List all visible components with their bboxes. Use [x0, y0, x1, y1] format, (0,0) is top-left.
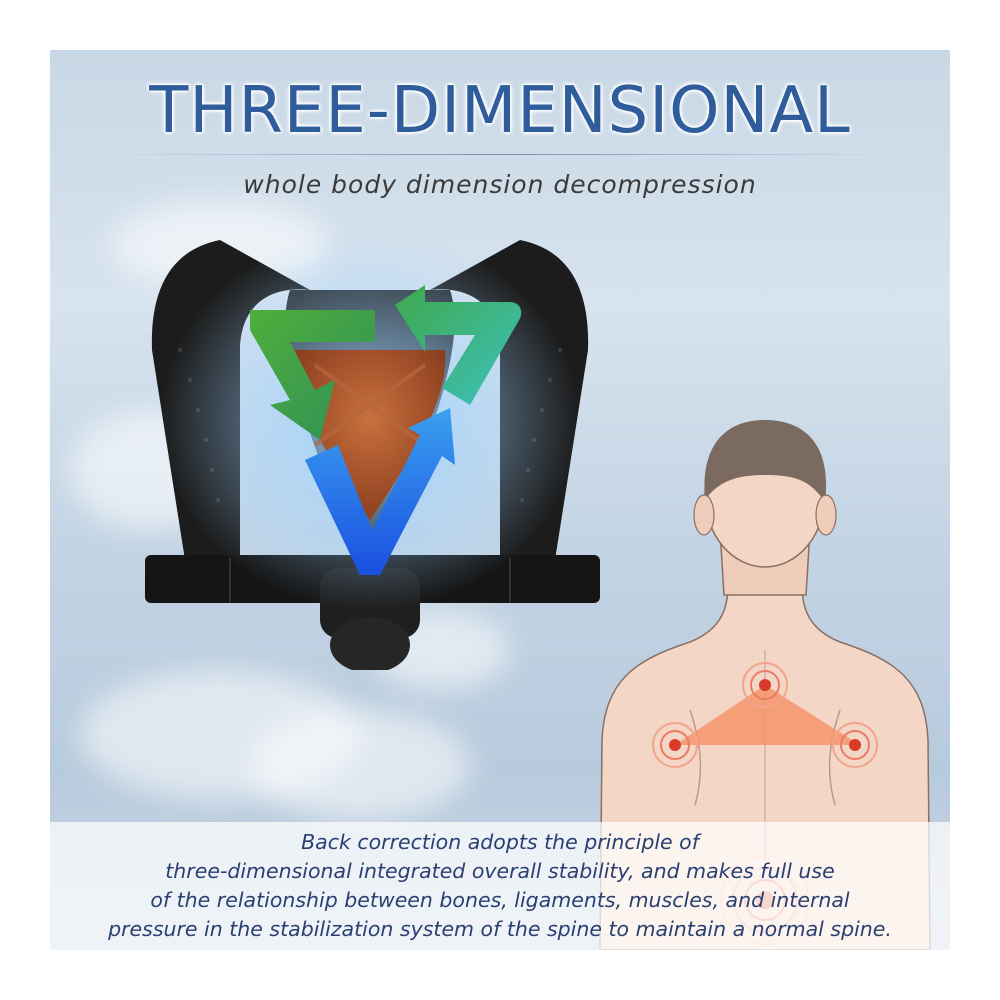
cloud — [250, 710, 470, 820]
caption-line: pressure in the stabilization system of … — [108, 917, 892, 941]
caption-line: of the relationship between bones, ligam… — [150, 888, 850, 912]
page-subtitle: whole body dimension decompression — [243, 170, 757, 199]
pain-point-ripple-icon — [652, 722, 698, 768]
sky-background: THREE-DIMENSIONAL whole body dimension d… — [50, 50, 950, 950]
pain-point-ripple-icon — [742, 662, 788, 708]
page-title: THREE-DIMENSIONAL — [149, 74, 851, 148]
title-divider — [110, 154, 890, 155]
posture-corrector-brace-icon — [145, 230, 600, 670]
caption-band — [50, 822, 950, 950]
caption-line: three-dimensional integrated overall sta… — [165, 859, 835, 883]
pain-point-ripple-icon — [832, 722, 878, 768]
caption-text: Back correction adopts the principle of … — [50, 828, 950, 944]
caption-line: Back correction adopts the principle of — [301, 830, 699, 854]
